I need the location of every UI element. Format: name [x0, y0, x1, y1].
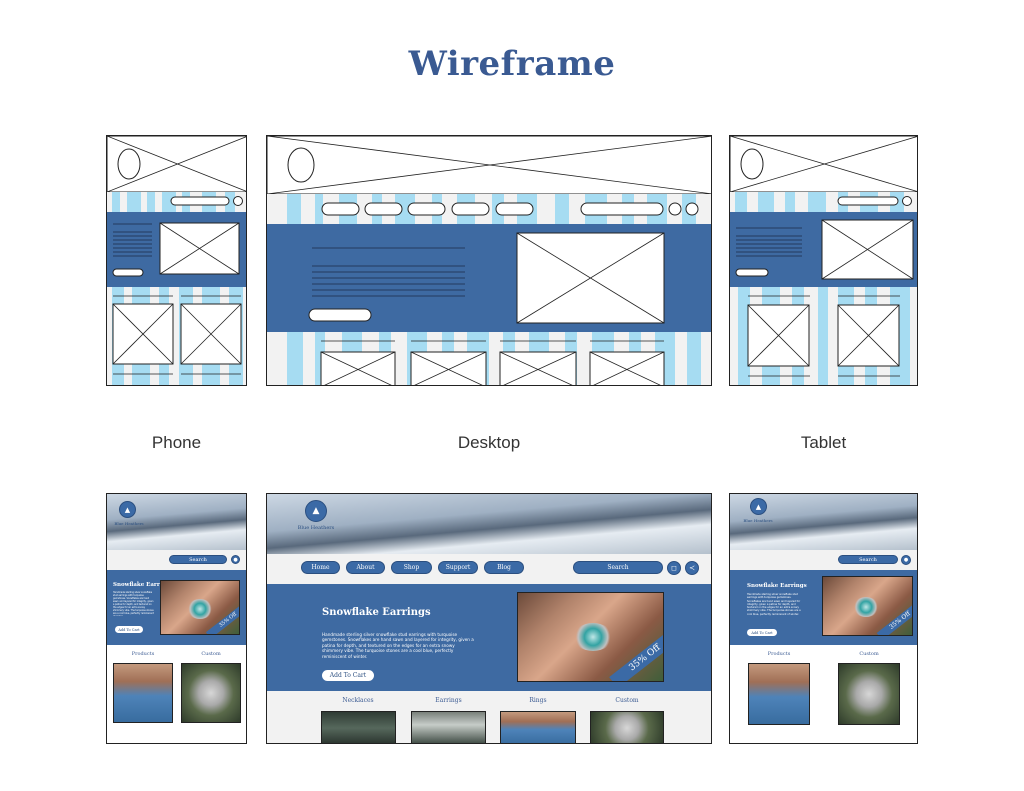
hero-heading: Snowflake Earrings — [747, 583, 807, 589]
add-to-cart-button[interactable]: Add To Cart — [115, 626, 143, 633]
cart-icon[interactable]: ◻ — [667, 561, 681, 575]
desktop-label: Desktop — [457, 433, 521, 452]
hero-heading: Snowflake Earrings — [113, 582, 173, 588]
nav-about[interactable]: About — [346, 561, 385, 574]
hero-body: Handmade sterling silver snowflake stud … — [113, 591, 154, 616]
sale-banner: 35% Off — [609, 627, 663, 681]
hero-body: Handmade sterling silver snowflake stud … — [322, 632, 474, 659]
nav-support[interactable]: Support — [438, 561, 478, 574]
products-photo[interactable] — [113, 663, 173, 723]
nav-shop[interactable]: Shop — [391, 561, 432, 574]
add-to-cart-button[interactable]: Add To Cart — [322, 670, 374, 681]
category-label-custom[interactable]: Custom — [615, 697, 639, 704]
logo-text: Blue Heathers — [114, 521, 144, 526]
earrings-photo[interactable] — [411, 711, 486, 743]
hero-ring-photo: 35% Off — [160, 580, 240, 635]
hero-body: Handmade sterling silver snowflake stud … — [747, 593, 801, 616]
share-icon[interactable]: ≺ — [685, 561, 699, 575]
custom-photo[interactable] — [838, 663, 900, 725]
phone-label: Phone — [151, 433, 202, 452]
desktop-wireframe-drawing — [267, 136, 711, 385]
rings-photo[interactable] — [500, 711, 576, 743]
custom-photo[interactable] — [590, 711, 664, 743]
desktop-mockup: ▲ Blue Heathers Home About Shop Support … — [266, 493, 712, 744]
sale-banner: 35% Off — [876, 600, 912, 635]
tablet-wireframe-drawing — [730, 136, 917, 385]
nav-home[interactable]: Home — [301, 561, 340, 574]
category-label-custom[interactable]: Custom — [201, 651, 221, 657]
hero-ring-photo: 35% Off — [517, 592, 664, 682]
category-label-rings[interactable]: Rings — [529, 697, 547, 704]
logo: ▲ — [119, 501, 136, 518]
tablet-wireframe — [729, 135, 918, 386]
desktop-wireframe — [266, 135, 712, 386]
logo-text: Blue Heathers — [743, 518, 773, 523]
hero-heading: Snowflake Earrings — [322, 607, 431, 618]
share-icon[interactable]: ● — [901, 555, 911, 565]
custom-photo[interactable] — [181, 663, 241, 723]
hero-ring-photo: 35% Off — [822, 576, 913, 636]
necklaces-photo[interactable] — [321, 711, 396, 743]
logo: ▲ — [750, 498, 767, 515]
category-label-custom[interactable]: Custom — [859, 651, 879, 657]
products-photo[interactable] — [748, 663, 810, 725]
category-label-earrings[interactable]: Earrings — [435, 697, 462, 704]
category-label-products[interactable]: Products — [131, 651, 155, 657]
tablet-label: Tablet — [800, 433, 847, 452]
add-to-cart-button[interactable]: Add To Cart — [747, 629, 777, 636]
tablet-mockup: ▲ Blue Heathers Search ● Snowflake Earri… — [729, 493, 918, 744]
logo: ▲ — [305, 500, 327, 522]
category-label-products[interactable]: Products — [767, 651, 791, 657]
phone-wireframe-drawing — [107, 136, 246, 385]
search-bar[interactable]: Search — [573, 561, 663, 574]
nav-blog[interactable]: Blog — [484, 561, 524, 574]
category-label-necklaces[interactable]: Necklaces — [342, 697, 374, 704]
logo-text: Blue Heathers — [297, 525, 335, 531]
share-icon[interactable]: ● — [231, 555, 240, 564]
phone-wireframe — [106, 135, 247, 386]
search-bar[interactable]: Search — [169, 555, 227, 564]
header-banner — [267, 494, 711, 554]
phone-mockup: ▲ Blue Heathers Search ● Snowflake Earri… — [106, 493, 247, 744]
page-title: Wireframe — [408, 44, 616, 84]
search-bar[interactable]: Search — [838, 555, 898, 564]
